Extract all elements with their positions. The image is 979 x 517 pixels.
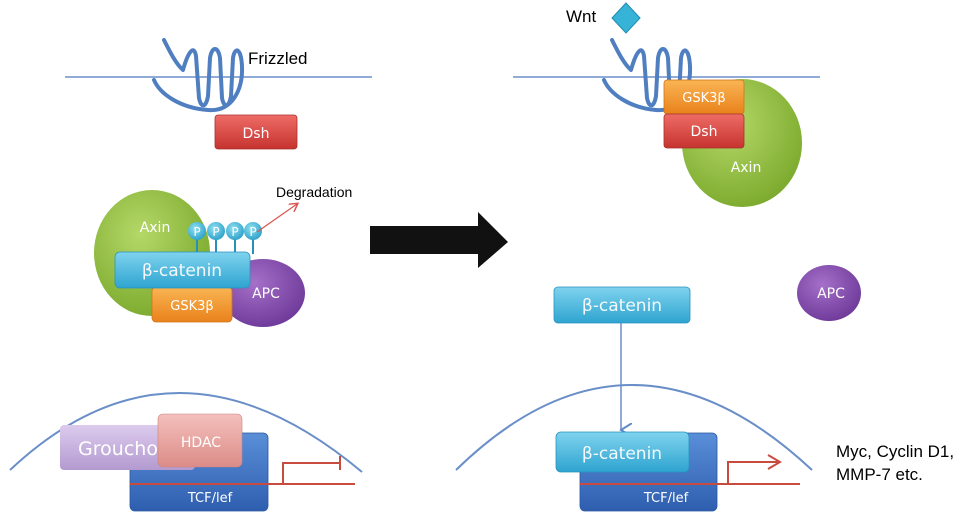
axin-label-right: Axin [731, 160, 762, 176]
dsh-label-left: Dsh [243, 126, 270, 142]
tcf-label-right: TCF/lef [643, 491, 689, 506]
beta-catenin-box-nucleus [555, 431, 690, 473]
beta-catenin-label-left: β-catenin [142, 261, 222, 281]
beta-catenin-label-cytoplasm: β-catenin [582, 296, 662, 316]
target-genes-line-2: MMP-7 etc. [836, 465, 923, 484]
tcf-label-left: TCF/lef [187, 491, 233, 506]
target-genes-line-1: Myc, Cyclin D1, [836, 442, 954, 461]
nucleus-envelope-right [455, 384, 813, 471]
phospho-circle [244, 222, 262, 240]
phospho-label: P [249, 225, 256, 239]
phospho-label: P [193, 225, 200, 239]
beta-catenin-box-cytoplasm [553, 286, 691, 324]
beta-catenin-label-nucleus: β-catenin [582, 444, 662, 464]
hdac-box [157, 413, 243, 468]
frizzled-label: Frizzled [248, 49, 308, 68]
phospho-circle [207, 222, 225, 240]
beta-catenin-box-left [114, 251, 251, 289]
repressed-promoter-icon [282, 462, 340, 484]
active-promoter-arrow [727, 461, 778, 484]
groucho-label: Groucho [78, 438, 158, 460]
promoter-arrowhead [767, 454, 782, 470]
dsh-label-right: Dsh [691, 124, 718, 140]
dsh-box-right [663, 113, 745, 149]
wnt-ligand-diamond [611, 2, 641, 34]
dsh-box-left [214, 114, 298, 150]
degradation-arrow [256, 204, 297, 233]
gsk3b-label-left: GSK3β [170, 299, 213, 314]
degradation-label: Degradation [276, 184, 352, 200]
apc-label-right: APC [817, 286, 845, 302]
hdac-label: HDAC [181, 435, 221, 451]
gsk3b-label-right: GSK3β [682, 91, 725, 106]
wnt-label: Wnt [566, 7, 597, 26]
axin-label-left: Axin [140, 220, 171, 236]
phospho-circle [188, 222, 206, 240]
transition-arrow [370, 212, 508, 268]
nucleus-envelope-left [9, 392, 363, 473]
phospho-label: P [212, 225, 219, 239]
apc-circle-right [797, 265, 861, 321]
frizzled-receptor-left [152, 38, 245, 113]
phospho-groups: P P P P [188, 222, 262, 254]
apc-label-left: APC [252, 286, 280, 302]
phospho-circle [226, 222, 244, 240]
phospho-label: P [231, 225, 238, 239]
